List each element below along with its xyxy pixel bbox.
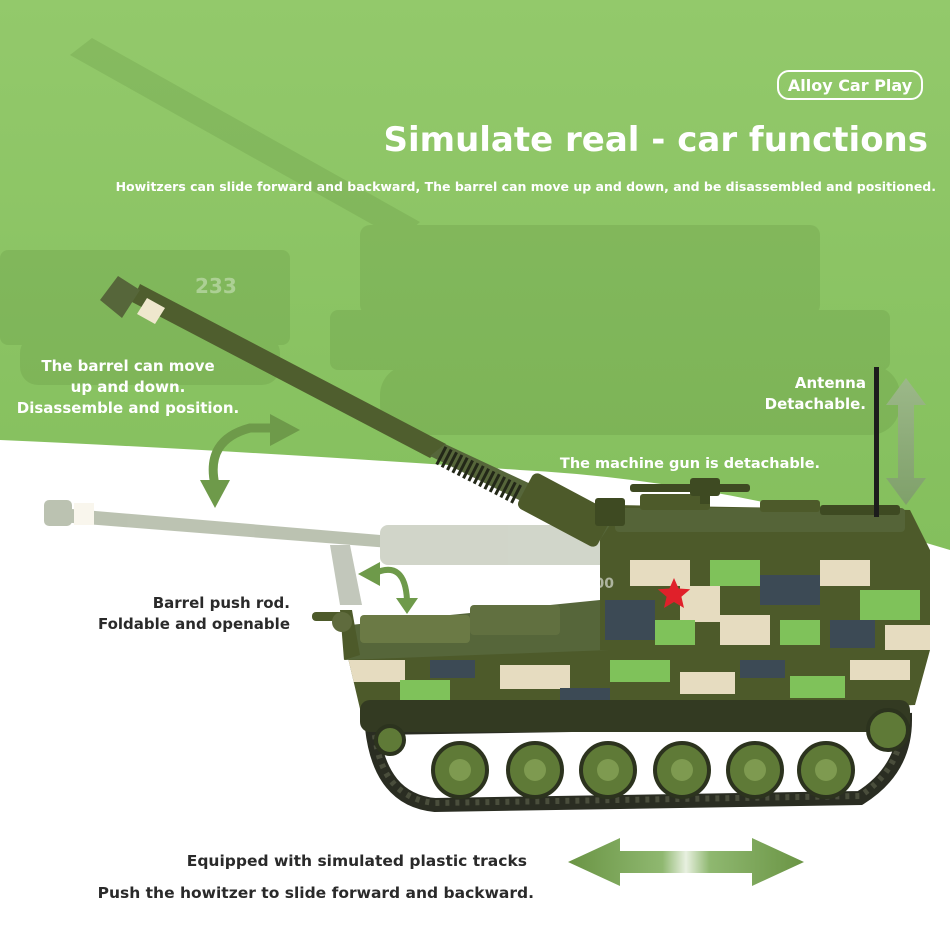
barrel-callout: The barrel can move up and down. Disasse… xyxy=(8,356,248,419)
wheel-hubs xyxy=(449,759,837,781)
tank-hull xyxy=(345,645,930,732)
track-belt-teeth xyxy=(372,721,905,807)
curved-arrow-icon-head-left xyxy=(358,562,380,586)
front-deck xyxy=(312,600,610,660)
machine-gun-callout: The machine gun is detachable. xyxy=(559,456,821,472)
curved-arrow-icon-head-right xyxy=(270,414,300,446)
antenna-callout-line: Detachable. xyxy=(764,395,866,413)
curved-arrow-icon-head-down xyxy=(396,598,418,614)
antenna-callout: Antenna Detachable. xyxy=(700,373,866,415)
barrel-callout-line: The barrel can move xyxy=(41,357,215,375)
store-watermark: Store No.912543300 xyxy=(452,576,614,592)
push-rod-callout-line: Foldable and openable xyxy=(97,615,290,633)
headline: Simulate real - car functions xyxy=(383,120,929,160)
main-barrel xyxy=(100,276,625,547)
antenna xyxy=(874,367,879,517)
push-rod-callout: Barrel push rod. Foldable and openable xyxy=(40,593,290,635)
push-callout: Push the howitzer to slide forward and b… xyxy=(97,884,534,902)
green-banner xyxy=(0,0,950,550)
curved-arrow-icon xyxy=(208,423,275,486)
background-hull-number: 233 xyxy=(195,274,237,298)
ghost-lowered-barrel xyxy=(44,500,610,605)
red-star-icon xyxy=(657,578,691,608)
subline: Howitzers can slide forward and backward… xyxy=(115,179,936,194)
barrel-callout-line: Disassemble and position. xyxy=(16,399,240,417)
double-arrow-icon xyxy=(568,838,804,886)
barrel-callout-line: up and down. xyxy=(70,378,186,396)
curved-arrow-icon-head-down xyxy=(200,480,230,508)
background-tank-silhouette xyxy=(0,38,900,435)
tracks-callout: Equipped with simulated plastic tracks xyxy=(186,852,527,870)
antenna-callout-line: Antenna xyxy=(794,374,866,392)
tank-turret xyxy=(600,494,930,650)
alloy-car-play-badge: Alloy Car Play xyxy=(777,70,923,100)
machine-gun xyxy=(630,478,750,504)
double-arrow-icon xyxy=(886,378,926,505)
push-rod-callout-line: Barrel push rod. xyxy=(152,594,290,612)
